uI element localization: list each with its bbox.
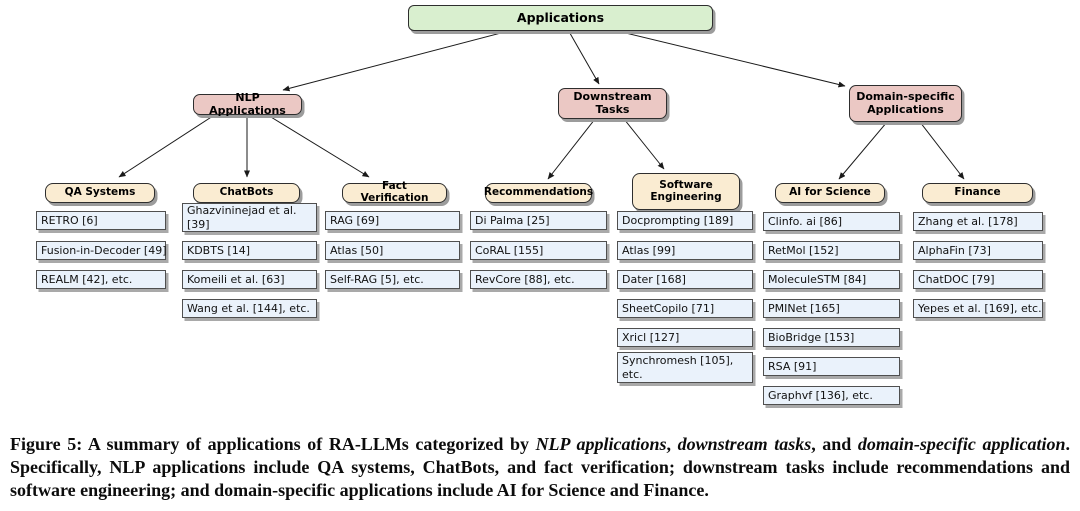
node-qa-systems: QA Systems bbox=[45, 183, 155, 203]
node-downstream-tasks: Downstream Tasks bbox=[558, 88, 667, 119]
leaf-docprompting: Docprompting [189] bbox=[617, 211, 753, 230]
arrow-downstream-to-software bbox=[623, 118, 665, 170]
node-applications: Applications bbox=[408, 5, 713, 31]
leaf-alphafin: AlphaFin [73] bbox=[913, 241, 1043, 260]
leaf-wang: Wang et al. [144], etc. bbox=[182, 299, 317, 318]
node-finance: Finance bbox=[922, 183, 1033, 203]
arrow-root-to-nlp bbox=[282, 27, 521, 92]
leaf-yepes: Yepes et al. [169], etc. bbox=[913, 299, 1043, 318]
arrow-root-to-domain bbox=[600, 26, 846, 88]
leaf-atlas-50: Atlas [50] bbox=[325, 241, 460, 260]
leaf-pminet: PMINet [165] bbox=[763, 299, 900, 318]
arrow-nlp-to-factver bbox=[265, 113, 370, 178]
arrow-downstream-to-recommendations bbox=[547, 118, 596, 180]
node-fact-verification: Fact Verification bbox=[342, 180, 447, 204]
arrow-domain-to-aiscience bbox=[838, 121, 888, 180]
node-ai-for-science: AI for Science bbox=[775, 183, 885, 203]
leaf-realm: REALM [42], etc. bbox=[36, 270, 166, 289]
leaf-rsa: RSA [91] bbox=[763, 357, 900, 376]
node-nlp-applications: NLP Applications bbox=[193, 92, 302, 116]
leaf-kdbts: KDBTS [14] bbox=[182, 241, 317, 260]
leaf-retro: RETRO [6] bbox=[36, 211, 166, 230]
leaf-rag: RAG [69] bbox=[325, 211, 460, 230]
node-chatbots: ChatBots bbox=[193, 183, 300, 203]
leaf-chatdoc: ChatDOC [79] bbox=[913, 270, 1043, 289]
leaf-dater: Dater [168] bbox=[617, 270, 753, 289]
leaf-revcore: RevCore [88], etc. bbox=[470, 270, 607, 289]
leaf-clinfo-ai: Clinfo. ai [86] bbox=[763, 212, 900, 231]
node-domain-specific-applications: Domain-specific Applications bbox=[849, 85, 962, 122]
leaf-retmol: RetMol [152] bbox=[763, 241, 900, 260]
leaf-sheetcopilo: SheetCopilo [71] bbox=[617, 299, 753, 318]
leaf-zhang: Zhang et al. [178] bbox=[913, 212, 1043, 231]
leaf-di-palma: Di Palma [25] bbox=[470, 211, 607, 230]
leaf-coral: CoRAL [155] bbox=[470, 241, 607, 260]
node-software-engineering: Software Engineering bbox=[632, 173, 740, 210]
leaf-synchromesh: Synchromesh [105], etc. bbox=[617, 352, 753, 383]
arrow-nlp-to-qa bbox=[118, 113, 217, 178]
leaf-fusion-in-decoder: Fusion-in-Decoder [49] bbox=[36, 241, 167, 260]
arrow-domain-to-finance bbox=[919, 121, 965, 180]
figure-caption: Figure 5: A summary of applications of R… bbox=[10, 434, 1070, 500]
leaf-biobridge: BioBridge [153] bbox=[763, 328, 900, 347]
leaf-ghazvininejad: Ghazvininejad et al. [39] bbox=[182, 203, 317, 232]
leaf-xricl: Xricl [127] bbox=[617, 328, 753, 347]
leaf-komeili: Komeili et al. [63] bbox=[182, 270, 317, 289]
node-recommendations: Recommendations bbox=[484, 183, 593, 203]
leaf-self-rag: Self-RAG [5], etc. bbox=[325, 270, 460, 289]
leaf-moleculestm: MoleculeSTM [84] bbox=[763, 270, 900, 289]
leaf-atlas-99: Atlas [99] bbox=[617, 241, 753, 260]
leaf-graphvf: Graphvf [136], etc. bbox=[763, 386, 900, 405]
arrow-root-to-downstream bbox=[566, 27, 600, 85]
